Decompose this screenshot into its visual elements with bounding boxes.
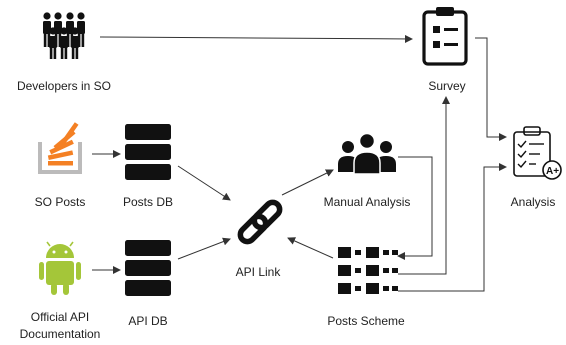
svg-text:A+: A+ <box>546 166 559 177</box>
api-link-label: API Link <box>235 265 281 279</box>
arrow-api-link-to-manual-analysis <box>281 169 334 196</box>
arrow-api-db-to-api-link <box>177 237 231 260</box>
team-people-icon <box>338 132 396 175</box>
arrow-manual-analysis-to-posts-scheme <box>397 156 433 260</box>
arrow-posts-scheme-to-analysis <box>398 163 507 292</box>
stackoverflow-logo-icon <box>38 122 82 174</box>
android-robot-icon <box>39 241 81 295</box>
connectors <box>92 34 507 292</box>
posts-db-label: Posts DB <box>122 195 173 209</box>
clipboard-survey-icon <box>422 7 468 66</box>
arrow-developers-to-survey <box>99 34 413 43</box>
posts-scheme-label: Posts Scheme <box>327 314 405 328</box>
so-posts-label: SO Posts <box>34 195 86 209</box>
arrow-posts-db-to-api-link <box>177 165 231 201</box>
database-server-icon <box>125 124 171 180</box>
official-api-label-line1: Official API <box>30 310 90 324</box>
manual-analysis-label: Manual Analysis <box>323 195 411 209</box>
analysis-label: Analysis <box>510 195 556 209</box>
tree-scheme-icon <box>338 247 398 294</box>
graded-checklist-icon: A+ <box>513 126 562 180</box>
arrow-posts-scheme-to-api-link <box>287 237 334 259</box>
database-server-icon <box>125 240 171 296</box>
developers-label: Developers in SO <box>16 79 112 93</box>
api-db-label: API DB <box>128 314 168 328</box>
arrow-survey-to-analysis <box>475 37 507 141</box>
chain-link-icon <box>237 199 283 245</box>
group-of-people-icon <box>43 12 85 59</box>
official-api-label-line2: Documentation <box>19 327 101 341</box>
arrow-posts-scheme-to-survey <box>398 96 450 275</box>
survey-label: Survey <box>428 79 466 93</box>
